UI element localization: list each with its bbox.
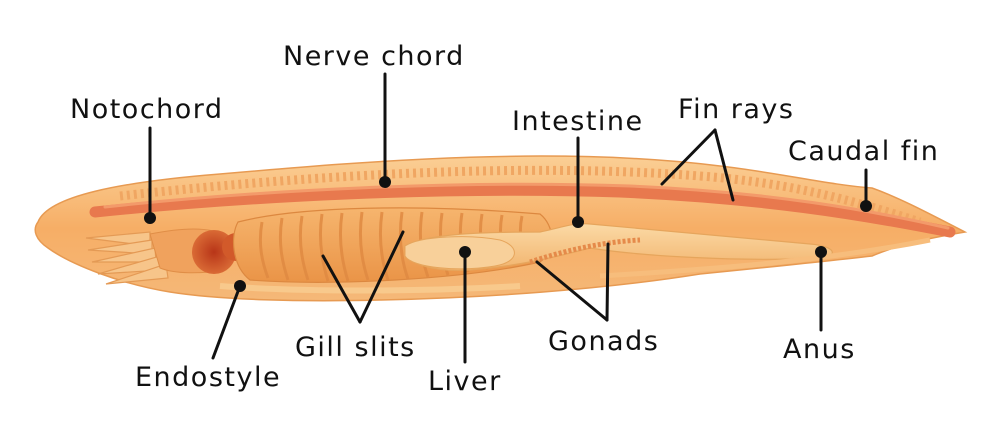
label-intestine: Intestine [512, 106, 644, 137]
leader-fin-rays [660, 128, 735, 202]
leader-endostyle [211, 280, 246, 360]
label-caudal-fin: Caudal fin [788, 136, 939, 167]
leader-anus [815, 246, 827, 332]
leader-liver [459, 246, 471, 364]
label-gonads: Gonads [548, 326, 659, 357]
leader-intestine [572, 136, 584, 228]
leader-gill-slits [321, 230, 405, 324]
nerve-chord-shape [103, 182, 950, 230]
gonads-shape [529, 237, 641, 265]
notochord-shape [89, 184, 956, 238]
dorsal-fin-rays [119, 165, 922, 227]
label-gill-slits: Gill slits [295, 332, 416, 363]
label-fin-rays: Fin rays [678, 94, 794, 125]
label-nerve-chord: Nerve chord [283, 41, 465, 72]
label-notochord: Notochord [70, 94, 224, 125]
leader-nerve-chord [379, 72, 391, 188]
leader-notochord [144, 126, 156, 224]
label-anus: Anus [783, 334, 856, 365]
leader-gonads [535, 242, 610, 322]
label-endostyle: Endostyle [135, 362, 281, 393]
leader-caudal-fin [860, 168, 872, 212]
ventral-fin [599, 237, 931, 279]
endostyle-shape [219, 283, 521, 294]
label-liver: Liver [428, 366, 502, 397]
